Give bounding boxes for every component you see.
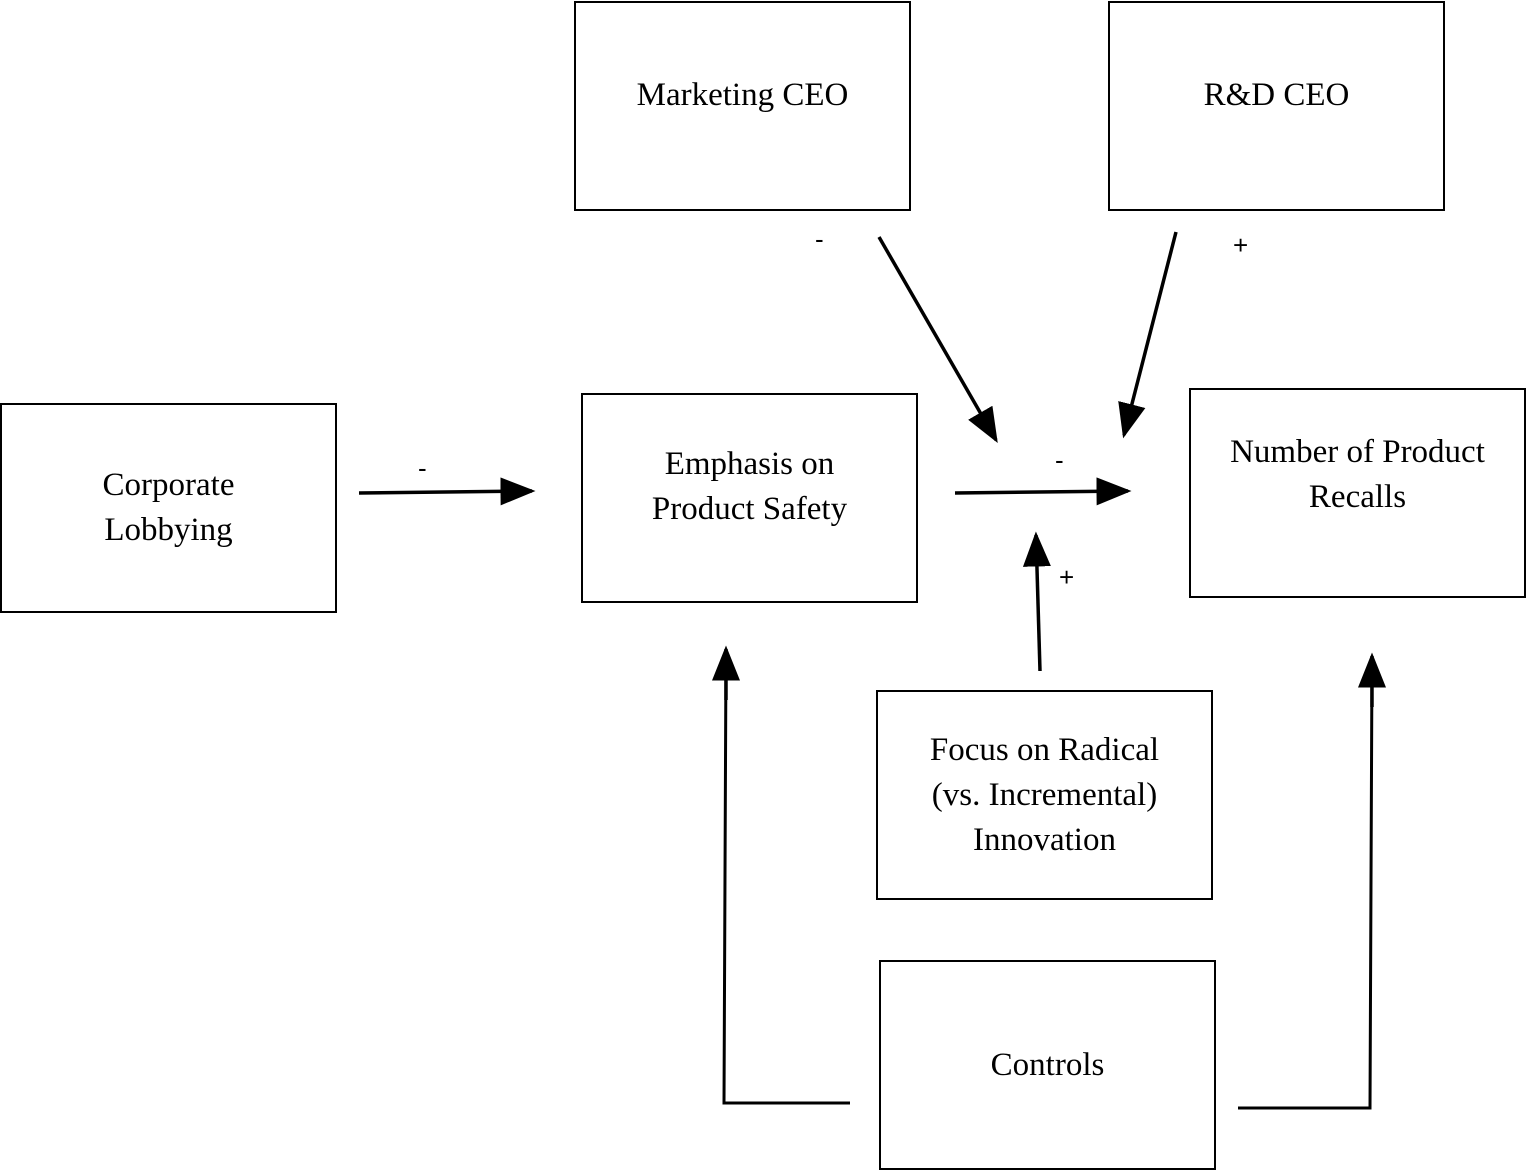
box-corporate-lobbying-line-2: Lobbying: [104, 512, 233, 548]
box-number-product-recalls-line-2: Recalls: [1308, 479, 1407, 515]
box-rd-ceo-line-1: R&D CEO: [1203, 77, 1350, 113]
box-radical-innovation: Focus on Radical (vs. Incremental) Innov…: [876, 690, 1213, 900]
sign-marketing-moderator: -: [815, 224, 824, 254]
arrow-safety-to-recalls: [954, 477, 1132, 506]
box-corporate-lobbying: Corporate Lobbying: [0, 403, 337, 613]
arrow-marketing-moderator: [877, 236, 998, 444]
sign-safety-to-recalls: -: [1055, 445, 1064, 475]
box-marketing-ceo: Marketing CEO: [574, 1, 911, 211]
box-number-product-recalls: Number of Product Recalls: [1189, 388, 1526, 598]
box-rd-ceo: R&D CEO: [1108, 1, 1445, 211]
box-radical-innovation-line-2: (vs. Incremental): [931, 776, 1158, 813]
sign-lobbying-to-safety: -: [418, 453, 427, 483]
arrow-controls-to-recalls: [1238, 655, 1374, 1110]
box-radical-innovation-line-3: Innovation: [973, 821, 1116, 858]
arrow-lobbying-to-safety: [358, 477, 536, 506]
sign-rd-moderator: +: [1233, 230, 1249, 260]
box-controls: Controls: [879, 960, 1216, 1170]
box-emphasis-product-safety-line-1: Emphasis on: [664, 446, 835, 482]
box-marketing-ceo-line-1: Marketing CEO: [636, 77, 849, 113]
box-number-product-recalls-line-1: Number of Product: [1230, 434, 1485, 470]
box-corporate-lobbying-line-1: Corporate: [102, 467, 235, 503]
box-emphasis-product-safety-line-2: Product Safety: [651, 491, 848, 527]
arrow-rd-moderator: [1118, 231, 1178, 439]
sign-innovation-moderator: +: [1059, 562, 1075, 592]
box-controls-line-1: Controls: [990, 1046, 1105, 1083]
arrow-controls-to-safety: [722, 648, 850, 1105]
arrow-innovation-moderator: [1022, 531, 1051, 672]
box-emphasis-product-safety: Emphasis on Product Safety: [581, 393, 918, 603]
box-radical-innovation-line-1: Focus on Radical: [929, 731, 1160, 768]
